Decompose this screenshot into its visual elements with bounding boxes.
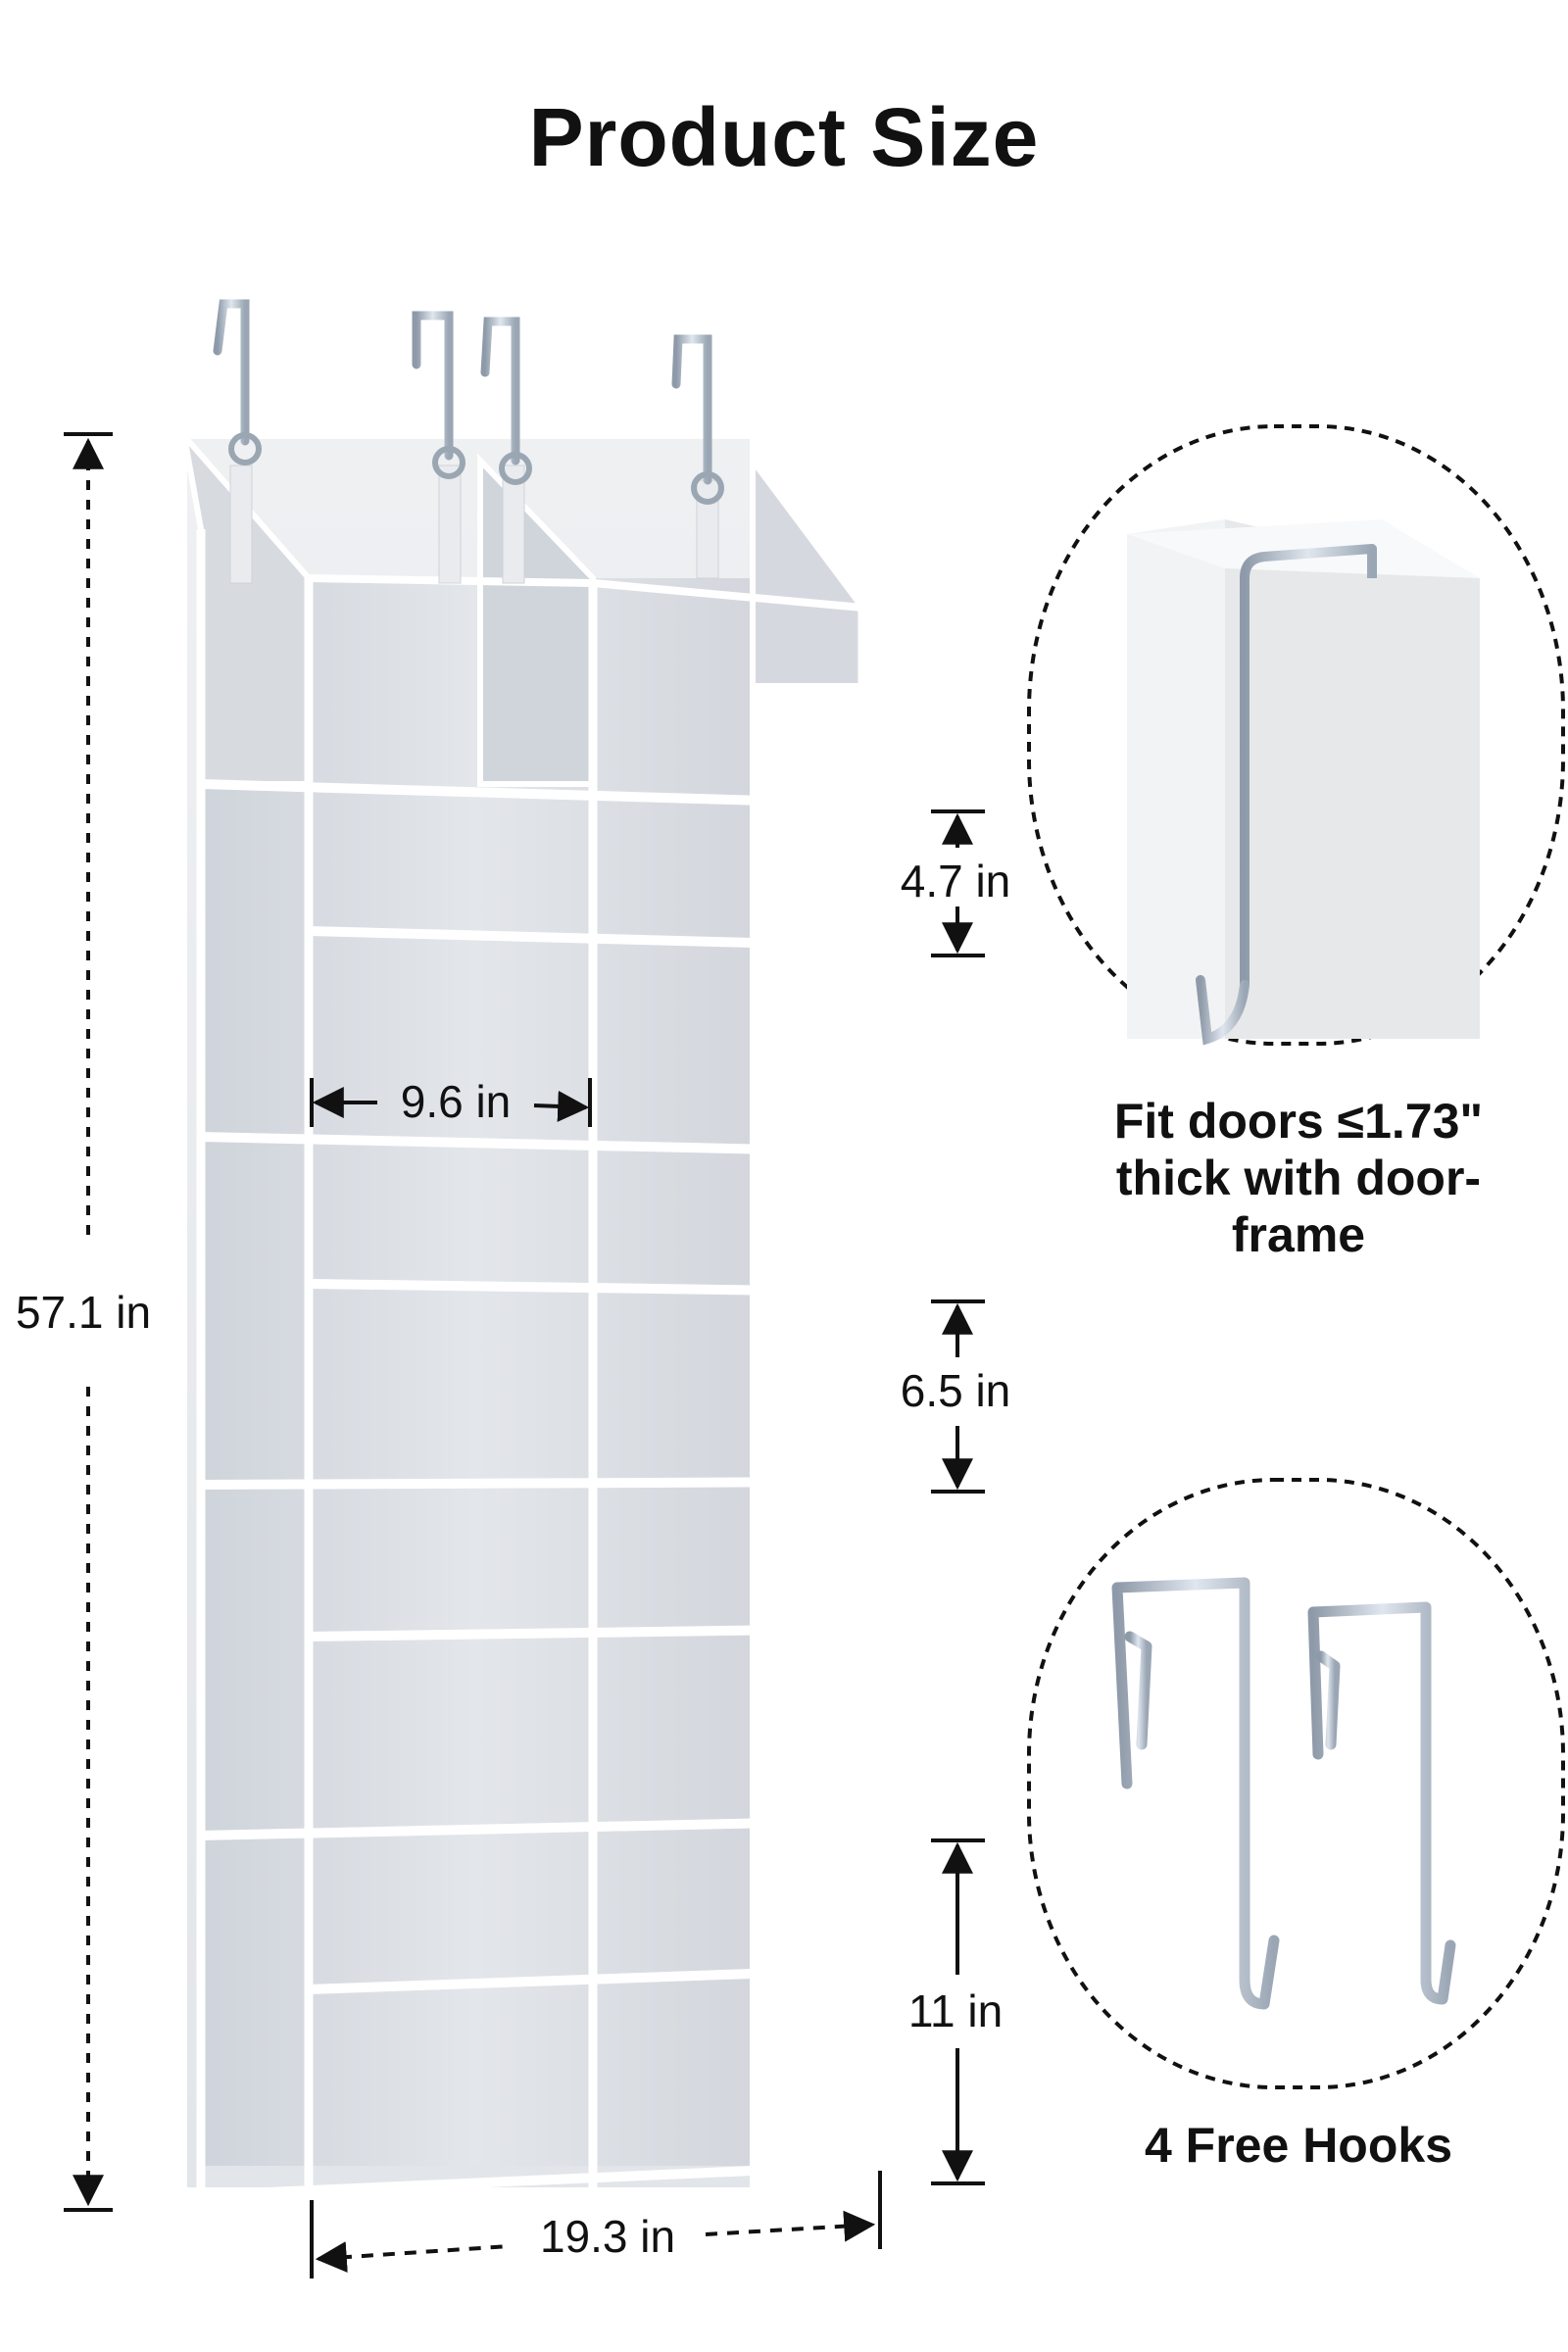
door-hook-callout xyxy=(1027,424,1565,1046)
dimension-pocket-large: 11 in xyxy=(908,1838,1003,2185)
dimension-column-width: 9.6 in xyxy=(310,1076,592,1127)
hook-pair-icon xyxy=(1111,1577,1456,2010)
pocket-medium-label: 6.5 in xyxy=(901,1365,1011,1416)
width-total-label: 19.3 in xyxy=(540,2211,675,2262)
strap xyxy=(438,465,462,584)
dimension-pocket-medium: 6.5 in xyxy=(901,1299,1011,1494)
strap xyxy=(502,465,525,584)
door-fit-caption: Fit doors ≤1.73" thick with door-frame xyxy=(1113,1094,1484,1262)
strap xyxy=(696,479,719,579)
page-title: Product Size xyxy=(528,91,1040,183)
pocket-small-label: 4.7 in xyxy=(901,856,1011,906)
height-total-label: 57.1 in xyxy=(16,1287,151,1338)
right-slant xyxy=(750,451,865,689)
shoe-organizer xyxy=(179,299,867,2200)
over-door-hook-icon xyxy=(1127,519,1480,1046)
dimension-pocket-small: 4.7 in xyxy=(901,809,1011,957)
dimension-width-total: 19.3 in xyxy=(310,2171,882,2278)
column-width-label: 9.6 in xyxy=(401,1076,512,1127)
pocket-large-label: 11 in xyxy=(908,1985,1003,2036)
mesh-body xyxy=(201,578,750,2166)
strap xyxy=(229,465,253,584)
top-hooks xyxy=(213,299,724,505)
dimension-height-total: 57.1 in xyxy=(16,432,151,2212)
free-hooks-callout xyxy=(1027,1478,1565,2089)
shelves xyxy=(200,779,863,2200)
free-hooks-caption: 4 Free Hooks xyxy=(1144,2118,1452,2173)
